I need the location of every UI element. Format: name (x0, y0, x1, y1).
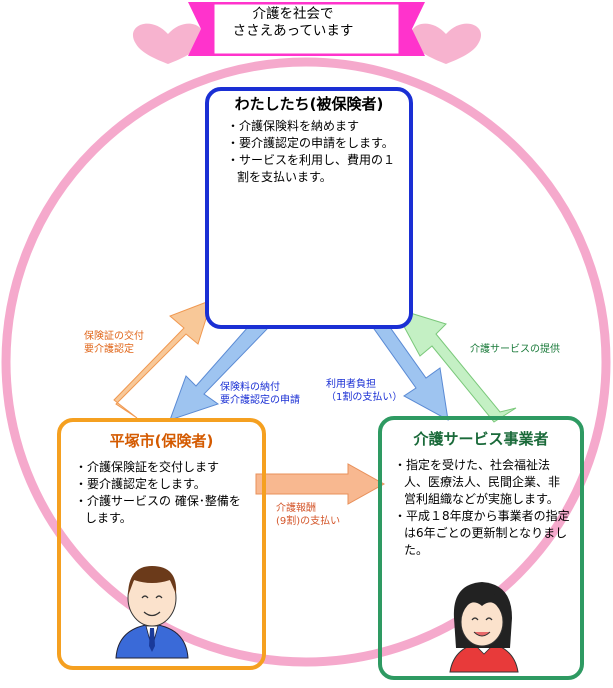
city-duties: ・介護保険証を交付します ・要介護認定をします。 ・介護サービスの 確保･整備を… (75, 459, 250, 527)
label-line: 保険料の納付 (220, 382, 280, 393)
city-duty: ・要介護認定をします。 (75, 477, 206, 491)
label-line: 利用者負担 (326, 379, 376, 390)
banner-line-2: ささえあっています (232, 23, 354, 39)
label-line: 介護報酬 (276, 503, 316, 514)
label-city-to-provider: 介護報酬 (9割)の支払い (276, 502, 340, 528)
label-line: 介護サービスの提供 (470, 344, 560, 355)
support-ring (1, 57, 611, 667)
label-provider-to-insured: 介護サービスの提供 (470, 343, 560, 356)
label-city-to-insured: 保険証の交付 要介護認定 (84, 330, 144, 356)
provider-box: 介護サービス事業者 ・指定を受けた、社会福祉法人、医療法人、民間企業、非営利組織… (378, 416, 584, 680)
insured-duty: ・要介護認定の申請をします。 (227, 136, 394, 150)
label-line: (9割)の支払い (276, 516, 341, 527)
city-staff-illustration (115, 566, 189, 659)
label-line: 要介護認定 (84, 344, 134, 355)
label-line: 要介護認定の申請 (220, 395, 300, 406)
heart-left-icon (132, 23, 204, 64)
provider-duty: ・平成１8年度から事業者の指定は6年ごとの更新制となりました。 (394, 509, 570, 557)
city-title: 平塚市(保険者) (109, 432, 214, 450)
city-duty: ・介護保険証を交付します (75, 460, 220, 474)
label-insured-to-city: 保険料の納付 要介護認定の申請 (220, 381, 300, 407)
insured-duty: ・介護保険料を納めます (227, 119, 360, 133)
insured-duties: ・介護保険料を納めます ・要介護認定の申請をします。 ・サービスを利用し、費用の… (227, 118, 395, 186)
banner-line-1: 介護を社会で (252, 6, 334, 22)
insured-box: わたしたち(被保険者) ・介護保険料を納めます ・要介護認定の申請をします。 ・… (205, 87, 413, 329)
heart-right-icon (410, 23, 482, 64)
provider-duty: ・指定を受けた、社会福祉法人、医療法人、民間企業、非営利組織などが実施します。 (394, 458, 561, 506)
city-duty: ・介護サービスの 確保･整備をします。 (75, 494, 241, 525)
provider-title: 介護サービス事業者 (413, 430, 549, 448)
provider-duties: ・指定を受けた、社会福祉法人、医療法人、民間企業、非営利組織などが実施します。 … (394, 457, 570, 559)
provider-staff-illustration (449, 582, 519, 673)
insured-duty: ・サービスを利用し、費用の１割を支払います。 (227, 153, 396, 184)
label-line: （1割の支払い） (326, 392, 403, 403)
label-line: 保険証の交付 (84, 331, 144, 342)
city-box: 平塚市(保険者) ・介護保険証を交付します ・要介護認定をします。 ・介護サービ… (57, 418, 266, 670)
banner-plate (213, 3, 400, 55)
insured-title: わたしたち(被保険者) (234, 95, 384, 113)
label-insured-to-provider: 利用者負担 （1割の支払い） (326, 378, 402, 404)
arrow-city-to-provider (255, 463, 386, 505)
banner-title: 介護を社会で ささえあっています (218, 6, 368, 40)
